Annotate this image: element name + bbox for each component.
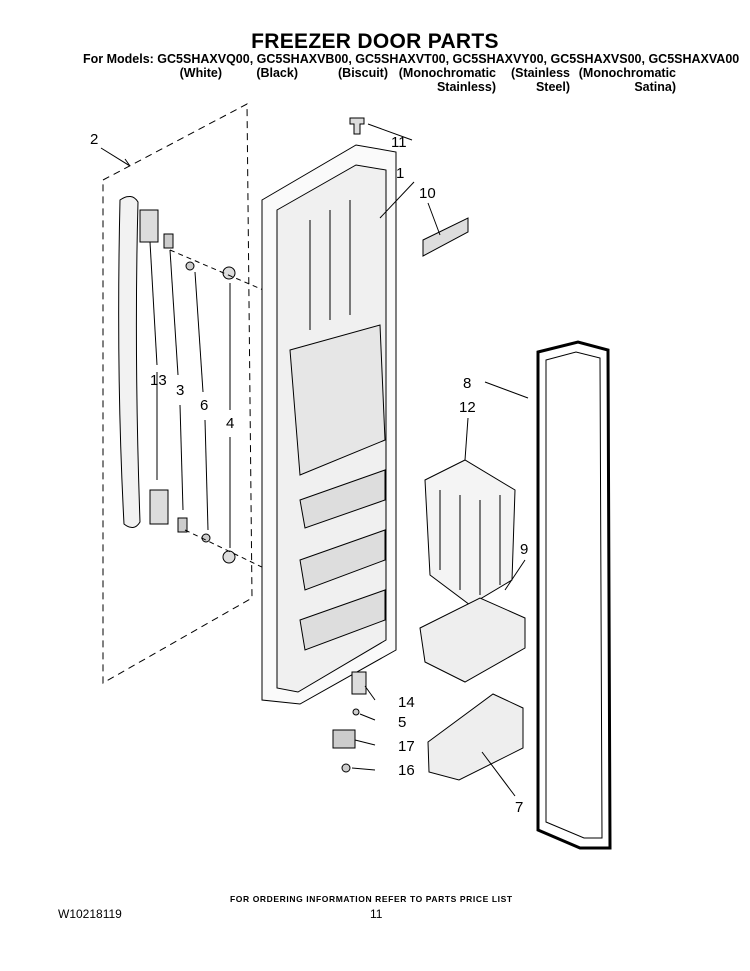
stud-bottom <box>222 550 236 564</box>
door-gasket <box>536 340 612 850</box>
callout-2: 2 <box>90 131 98 148</box>
stud-top <box>222 266 236 280</box>
callout-17: 17 <box>398 738 415 755</box>
page-title: FREEZER DOOR PARTS <box>251 30 499 53</box>
hinge-pin-bracket <box>351 671 367 695</box>
callout-7: 7 <box>515 799 523 816</box>
hinge-screw <box>352 708 360 716</box>
callout-10: 10 <box>419 185 436 202</box>
door-shelf-1 <box>299 469 386 529</box>
callout-1: 1 <box>396 165 404 182</box>
models-line: For Models: GC5SHAXVQ00, GC5SHAXVB00, GC… <box>83 52 740 66</box>
page-number: 11 <box>370 907 383 921</box>
callout-11: 11 <box>391 134 407 151</box>
callout-4: 4 <box>226 415 234 432</box>
callout-6: 6 <box>200 397 208 414</box>
callout-13: 13 <box>150 372 167 389</box>
door-shelf-2 <box>299 529 386 591</box>
door-shelf-3 <box>299 589 386 651</box>
callout-8: 8 <box>463 375 471 392</box>
door-handle <box>118 196 141 528</box>
dispenser-housing <box>289 324 386 476</box>
finish-biscuit: (Biscuit) <box>338 66 388 80</box>
callout-12: 12 <box>459 399 476 416</box>
callout-16: 16 <box>398 762 415 779</box>
mounting-bracket-bottom <box>177 517 188 533</box>
document-number: W10218119 <box>58 907 122 921</box>
callout-3: 3 <box>176 382 184 399</box>
finish-white: (White) <box>179 66 222 80</box>
door-trim <box>422 217 469 257</box>
shelf-bin-large <box>427 693 524 781</box>
gasket-inner <box>545 351 603 839</box>
handle-end-cap-top <box>139 209 159 243</box>
hinge-shim <box>332 729 356 749</box>
shelf-bin-small <box>419 597 526 683</box>
handle-assembly-outline <box>102 103 253 684</box>
door-plug <box>349 117 365 135</box>
handle-end-cap-bottom <box>149 489 169 525</box>
finish-black: (Black) <box>256 66 298 80</box>
screw-top <box>185 261 195 271</box>
mounting-bracket-top <box>163 233 174 249</box>
callout-5: 5 <box>398 714 406 731</box>
ice-basket <box>424 459 516 606</box>
callout-9: 9 <box>520 541 528 558</box>
screw-bottom <box>201 533 211 543</box>
callout-14: 14 <box>398 694 415 711</box>
hinge-screw-lower <box>341 763 351 773</box>
ordering-note: FOR ORDERING INFORMATION REFER TO PARTS … <box>230 894 513 904</box>
